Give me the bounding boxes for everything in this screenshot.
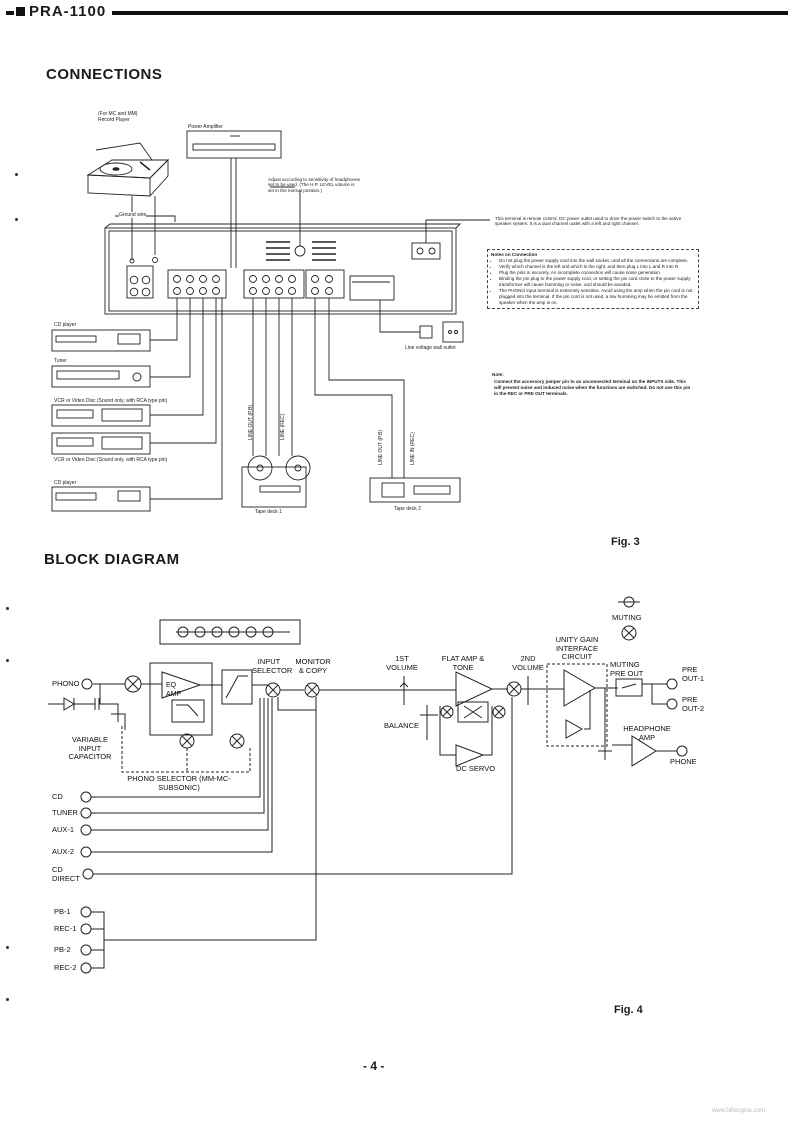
cd-player-2-label: CD player <box>54 480 77 486</box>
balance-label: BALANCE <box>384 721 420 730</box>
first-volume-label: 1ST VOLUME <box>386 654 418 672</box>
page-number: - 4 - <box>363 1059 385 1073</box>
binder-hole <box>15 218 18 221</box>
header-rule <box>6 11 788 15</box>
turntable-label: (For MC and MM) Record Player <box>98 111 138 123</box>
fig-4-label: Fig. 4 <box>614 1004 643 1016</box>
tape-label-pb-2: PB-2 <box>54 945 71 954</box>
binder-hole <box>15 173 18 176</box>
input-selector-label: INPUT SELECTOR <box>252 657 293 675</box>
turntable-icon <box>86 142 170 197</box>
flat-amp-tone-label: FLAT AMP & TONE <box>441 654 485 672</box>
connections-title: CONNECTIONS <box>46 66 163 83</box>
note-item: Do not plug the power supply cord into t… <box>499 258 695 264</box>
fig-3-label: Fig. 3 <box>611 536 640 548</box>
tuner-icon <box>51 365 151 388</box>
note-item: Verify which channel is the left and whi… <box>499 264 695 270</box>
connection-notes-box: Notes on Connection Do not plug the powe… <box>487 249 699 309</box>
vcr-1-icon <box>51 404 151 427</box>
pre-out-2-label: PRE OUT-2 <box>682 695 705 713</box>
binder-hole <box>6 607 9 610</box>
note-text: Connect the accessory jumper pin to an u… <box>494 379 691 396</box>
input-label-tuner: TUNER <box>52 808 78 817</box>
cable-label-line-out-2: LINE OUT (P.B) <box>378 429 384 465</box>
ground-wire-label: Ground wire <box>119 212 147 218</box>
tape-label-rec-1: REC-1 <box>54 924 77 933</box>
tuner-label: Tuner <box>54 358 67 364</box>
cd-player-icon <box>51 329 151 352</box>
tape-label-pb-1: PB-1 <box>54 907 71 916</box>
wall-outlet-label: Line voltage wall outlet <box>405 345 456 351</box>
header-square-icon <box>16 7 25 16</box>
notes-title: Notes on Connection <box>491 252 538 257</box>
binder-hole <box>6 659 9 662</box>
cable-label-line-out-1: LINE OUT (P.B) <box>248 404 254 440</box>
model-name: PRA-1100 <box>29 3 107 20</box>
muting-label: MUTING <box>612 613 642 622</box>
tape-deck-2-icon <box>369 477 461 503</box>
input-label-cd: CD <box>52 792 63 801</box>
block-diagram-title: BLOCK DIAGRAM <box>44 551 180 568</box>
cd-player-label: CD player <box>54 322 77 328</box>
second-volume-label: 2ND VOLUME <box>512 654 544 672</box>
tape-deck-1-icon <box>241 455 311 508</box>
model-header: PRA-1100 <box>14 3 113 20</box>
tape-deck-2-label: Tape deck 2 <box>394 506 421 512</box>
binder-hole <box>6 998 9 1001</box>
note-item: Plug the pins in securely. An incomplete… <box>499 270 695 276</box>
dc-servo-label: DC SERVO <box>456 764 496 773</box>
remote-note: This terminal is remote control. DC powe… <box>495 216 682 227</box>
tape-label-rec-2: REC-2 <box>54 963 77 972</box>
phone-label: PHONE <box>670 757 697 766</box>
note-item: Binding the pin plug to the power supply… <box>499 276 695 288</box>
note-title: Note: <box>492 372 504 377</box>
watermark: www.hifiengine.com <box>712 1108 766 1114</box>
power-amp-label: Power Amplifier <box>188 124 223 130</box>
binder-hole <box>6 946 9 949</box>
pre-out-1-label: PRE OUT-1 <box>682 665 705 683</box>
headphone-note: Adjust according to sensitivity of headp… <box>268 177 360 193</box>
tape-deck-1-label: Tape deck 1 <box>255 509 282 515</box>
vcr-2-label: VCR or Video Disc (Sound only, with RCA … <box>54 457 168 463</box>
cd-player-2-icon <box>51 486 151 512</box>
phono-selector-label: PHONO SELECTOR (MM-MC-SUBSONIC) <box>127 774 231 792</box>
variable-input-capacitor-label: VARIABLE INPUT CAPACITOR <box>68 735 112 761</box>
preamp-rear-panel <box>104 223 462 315</box>
monitor-copy-label: MONITOR & COPY <box>295 657 331 675</box>
input-label-aux-2: AUX-2 <box>52 847 75 856</box>
muting-pre-out-label: MUTING PRE OUT <box>610 660 644 678</box>
vcr-2-icon <box>51 432 151 455</box>
input-label-aux-1: AUX-1 <box>52 825 75 834</box>
power-amplifier-icon <box>186 130 282 159</box>
input-label-cd-direct: CD DIRECT <box>52 865 80 883</box>
cable-label-line-in-1: LINE (REC) <box>280 413 286 440</box>
eq-amp-label: EQ AMP <box>166 682 182 698</box>
note-item: The PHONO input terminal is extremely se… <box>499 288 695 306</box>
headphone-amp-label: HEADPHONE AMP <box>623 724 671 742</box>
vcr-1-label: VCR or Video Disc (Sound only, with RCA … <box>54 398 168 404</box>
cable-label-line-in-2: LINE IN (REC) <box>410 432 416 465</box>
phono-input-label: PHONO <box>52 679 80 688</box>
unity-gain-label: UNITY GAIN INTERFACE CIRCUIT <box>555 635 599 661</box>
